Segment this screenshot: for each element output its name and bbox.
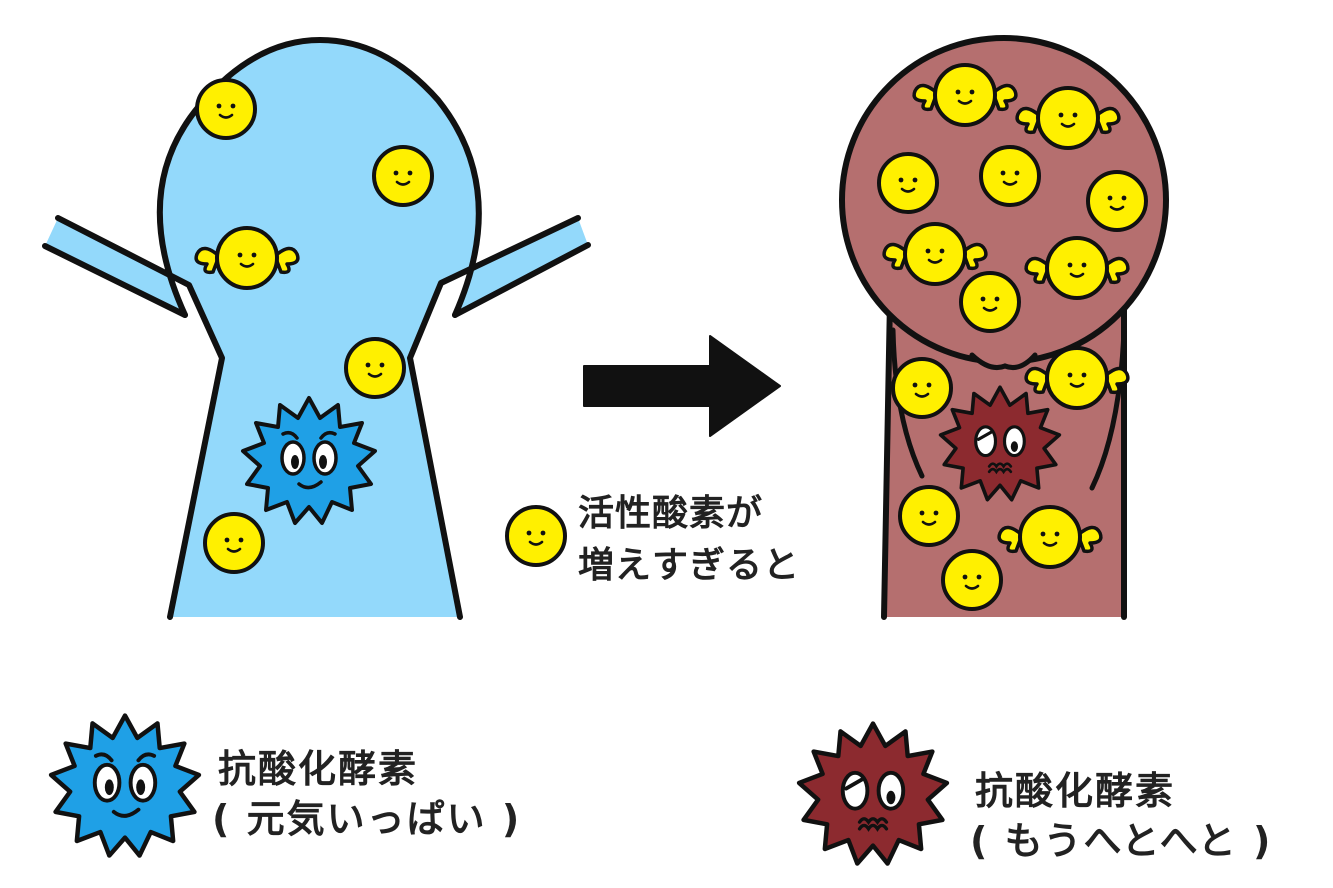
legend-tired-status: ( もうへとへと ) [970,819,1273,863]
active-oxygen-icon [877,152,939,214]
active-oxygen-icon [344,337,406,399]
active-oxygen-icon [195,78,257,140]
active-oxygen-icon [203,512,265,574]
right-arrow-icon [583,335,781,437]
healthy-figure [42,36,591,620]
legend-healthy-enzyme-icon [51,716,199,856]
caption-line-2: 増えすぎると [578,545,801,586]
active-oxygen-icon [1086,170,1148,232]
active-oxygen-icon [959,271,1021,333]
caption-active-oxygen-icon [505,505,567,567]
active-oxygen-icon [372,145,434,207]
active-oxygen-icon [941,549,1003,611]
legend-tired-enzyme-icon [799,724,947,864]
legend-tired-title: 抗酸化酵素 [975,769,1176,813]
active-oxygen-icon [891,357,953,419]
caption-line-1: 活性酸素が [578,493,764,534]
legend-healthy-status: ( 元気いっぱい ) [212,797,522,841]
active-oxygen-icon [979,145,1041,207]
active-oxygen-icon [898,485,960,547]
legend-healthy-title: 抗酸化酵素 [218,747,419,791]
